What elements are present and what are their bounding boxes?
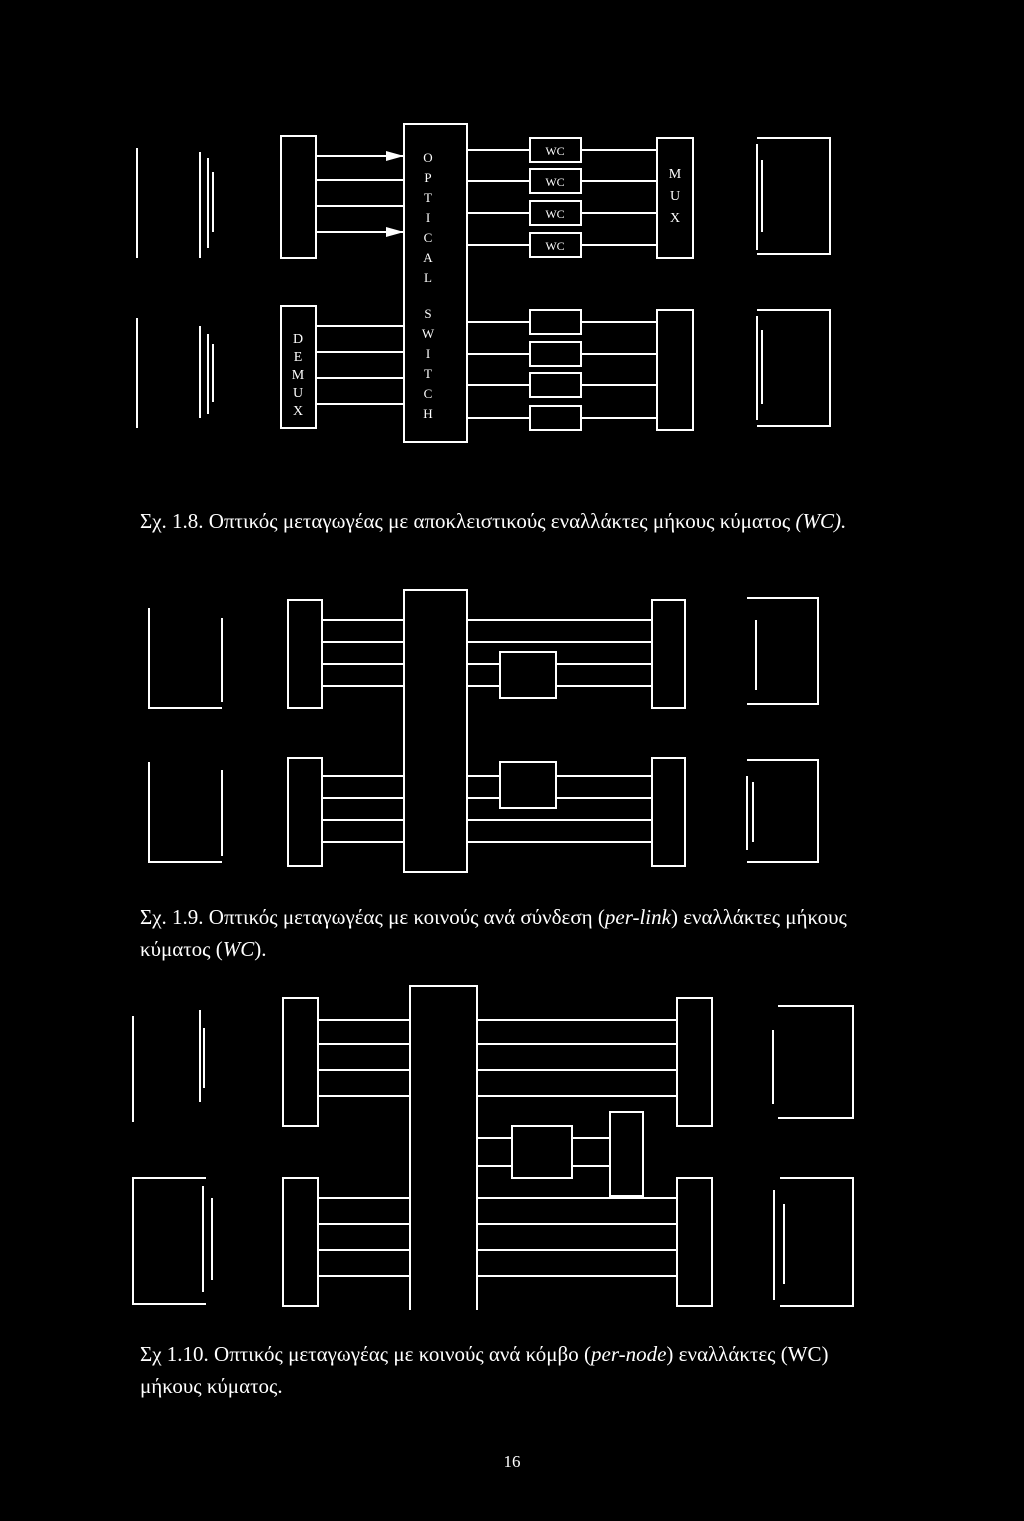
- figure-2-caption: Σχ. 1.9. Οπτικός μεταγωγέας με κοινούς α…: [140, 901, 847, 965]
- figure-1-caption: Σχ. 1.8. Οπτικός μεταγωγέας με αποκλειστ…: [140, 509, 847, 533]
- svg-text:O: O: [423, 150, 432, 165]
- optical-switch-label: O P T I C A L S W I T C H: [422, 150, 435, 421]
- svg-text:C: C: [424, 230, 433, 245]
- input-fibers-group: [148, 608, 223, 863]
- svg-text:M: M: [292, 368, 305, 383]
- demux-label: D E M U X: [292, 332, 305, 419]
- svg-text:W: W: [422, 326, 435, 341]
- optical-switch-box: [409, 985, 478, 1310]
- output-fibers-group: [746, 597, 819, 863]
- svg-text:T: T: [424, 190, 432, 205]
- wavelength-converter-top: [499, 651, 557, 699]
- svg-text:E: E: [294, 350, 303, 365]
- svg-text:X: X: [293, 404, 303, 419]
- demux-box-top: [282, 997, 319, 1127]
- mux-label: M U X: [669, 167, 682, 226]
- demux-switch-links: [316, 151, 404, 405]
- svg-text:WC: WC: [545, 175, 564, 189]
- svg-text:A: A: [423, 250, 433, 265]
- mux-box-top: [651, 599, 686, 709]
- switch-wc-links: [467, 149, 657, 419]
- figure-2-caption-line-1: Σχ. 1.9. Οπτικός μεταγωγέας με κοινούς α…: [140, 905, 847, 929]
- demux-box-top: [287, 599, 323, 709]
- demux-box-bottom: [287, 757, 323, 867]
- page-number: 16: [503, 1452, 521, 1471]
- shared-converter-links: [477, 1137, 610, 1167]
- demux-box-top: [280, 135, 317, 259]
- svg-text:X: X: [670, 211, 680, 226]
- svg-text:S: S: [424, 306, 431, 321]
- demux-box-bottom: [280, 305, 317, 429]
- svg-text:WC: WC: [545, 239, 564, 253]
- wavelength-converters-bottom: [529, 309, 582, 431]
- demux-switch-links: [318, 1019, 410, 1277]
- demux-switch-links: [322, 619, 404, 843]
- output-fibers-group: [772, 1005, 854, 1307]
- mux-box-bottom: [676, 1177, 713, 1307]
- figure-3-caption-line-1: Σχ 1.10. Οπτικός μεταγωγέας με κοινούς α…: [140, 1342, 829, 1366]
- wavelength-converter-bottom: [499, 761, 557, 809]
- figure-3-caption: Σχ 1.10. Οπτικός μεταγωγέας με κοινούς α…: [140, 1338, 829, 1402]
- optical-switch-box: [403, 589, 468, 873]
- svg-text:T: T: [424, 366, 432, 381]
- svg-text:C: C: [424, 386, 433, 401]
- input-fibers-group: [136, 148, 214, 428]
- svg-text:P: P: [424, 170, 431, 185]
- svg-text:H: H: [423, 406, 432, 421]
- input-fibers-group: [132, 1010, 213, 1305]
- svg-text:I: I: [426, 210, 430, 225]
- svg-text:L: L: [424, 270, 432, 285]
- switch-mux-links: [477, 1019, 677, 1277]
- svg-text:WC: WC: [545, 144, 564, 158]
- mux-box-bottom: [651, 757, 686, 867]
- figure-1-diagram: D E M U X O P T I C A L S W I T C H: [136, 123, 831, 443]
- mux-box-top: [676, 997, 713, 1127]
- figure-3-diagram: [132, 985, 854, 1310]
- svg-text:M: M: [669, 167, 682, 182]
- svg-text:U: U: [293, 386, 303, 401]
- figure-3-caption-line-2: μήκους κύματος.: [140, 1374, 283, 1398]
- figure-2-caption-line-2: κύματος (WC).: [140, 937, 267, 961]
- demux-box-bottom: [282, 1177, 319, 1307]
- svg-text:I: I: [426, 346, 430, 361]
- shared-wavelength-converter-box: [511, 1125, 573, 1179]
- svg-text:D: D: [293, 332, 303, 347]
- output-fibers-group: [756, 137, 831, 427]
- optical-switch-box: [403, 123, 468, 443]
- mux-box-top: [656, 137, 694, 259]
- figure-2-diagram: [148, 589, 819, 873]
- mux-box-bottom: [656, 309, 694, 431]
- wavelength-converters-top: [529, 137, 582, 258]
- switch-mux-links: [467, 619, 652, 843]
- wc-label: WC WC WC WC: [545, 144, 564, 253]
- shared-converter-switch-box: [609, 1111, 644, 1197]
- svg-text:WC: WC: [545, 207, 564, 221]
- svg-text:U: U: [670, 189, 680, 204]
